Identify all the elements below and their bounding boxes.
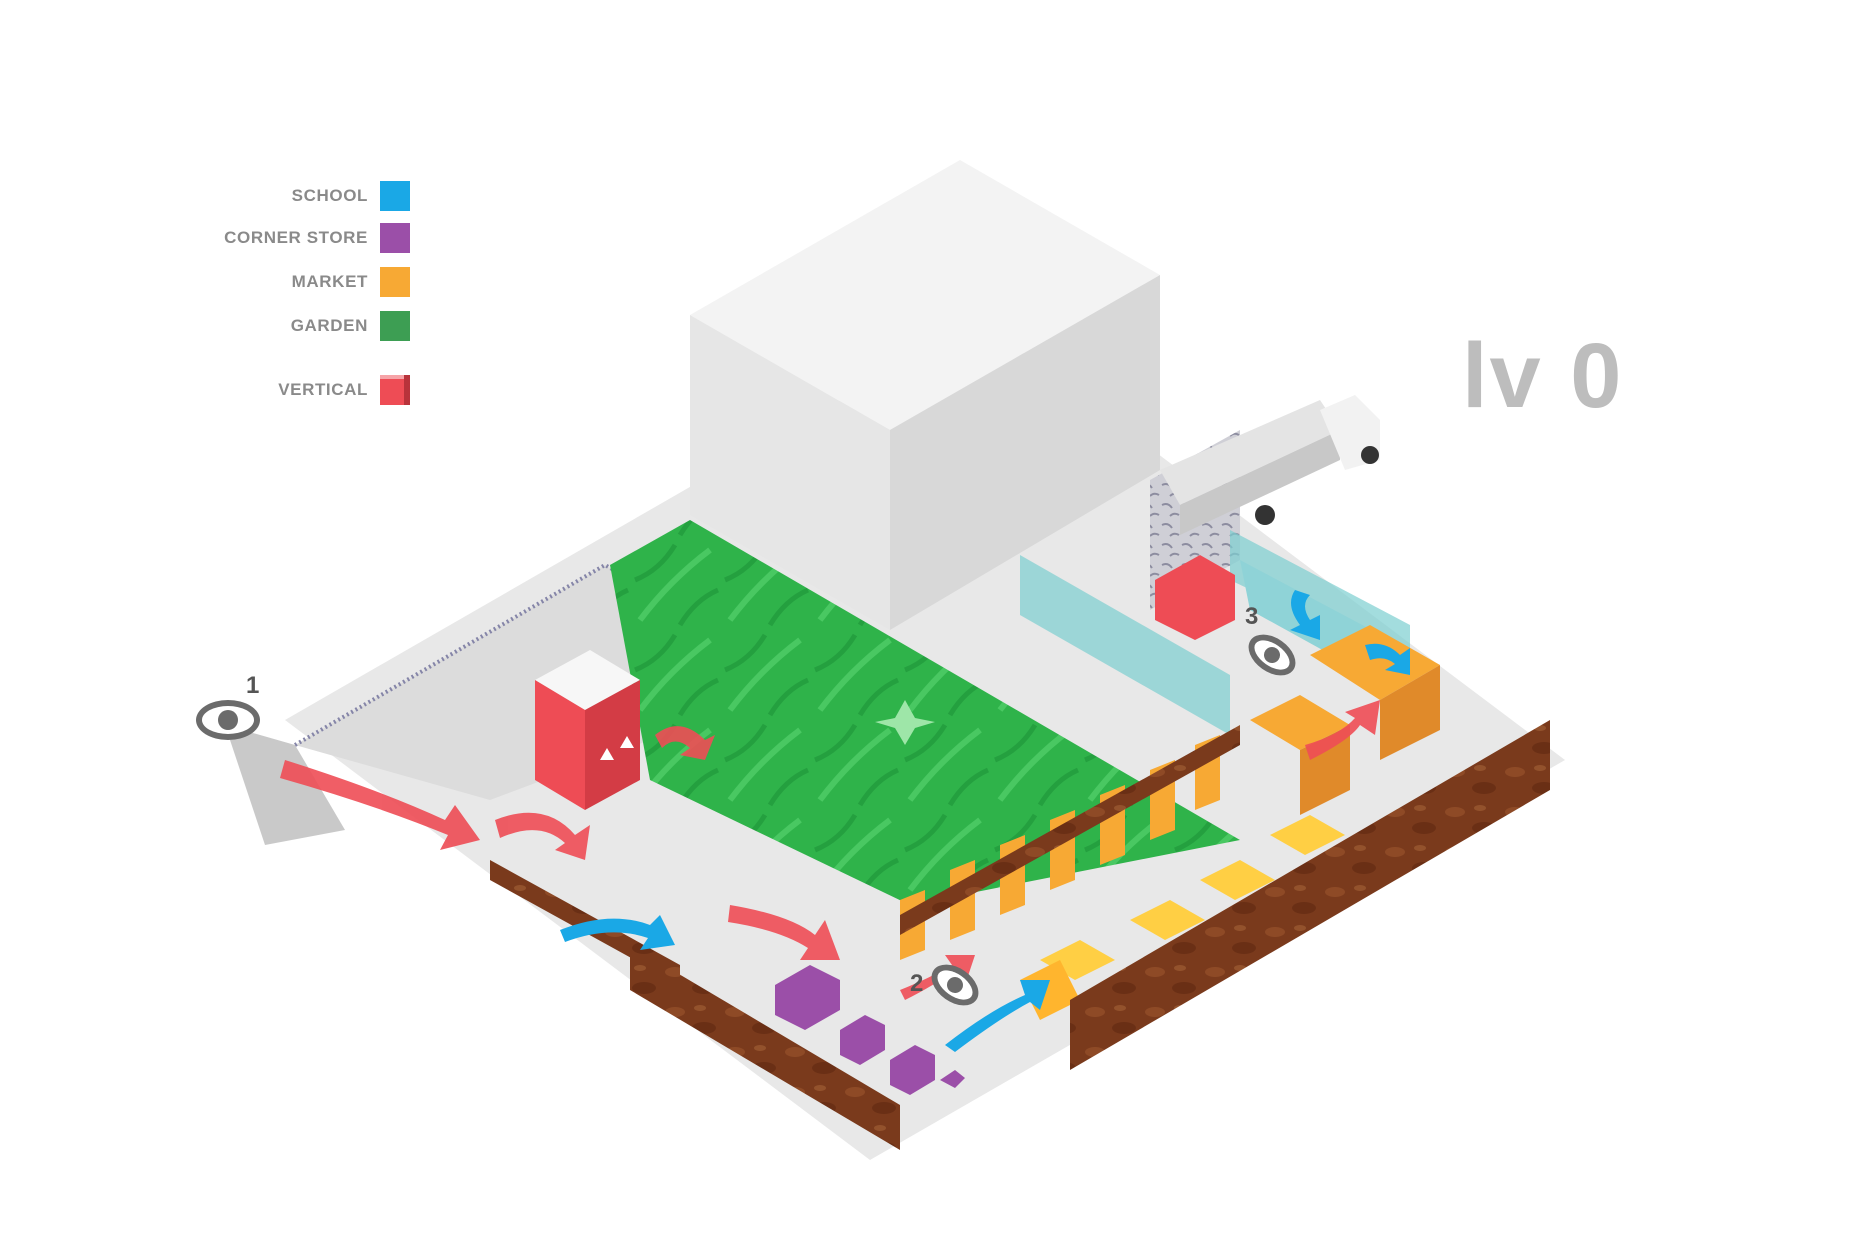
circulation-arrows bbox=[280, 700, 1380, 1000]
legend-label: VERTICAL bbox=[278, 380, 368, 399]
soil-wall-right bbox=[1070, 720, 1550, 1070]
garden-swatch-icon bbox=[380, 311, 410, 341]
sight-cone-1 bbox=[225, 725, 345, 845]
legend-item-garden: GARDEN bbox=[291, 310, 410, 342]
truck-body bbox=[1160, 400, 1340, 505]
truck-side bbox=[1180, 430, 1340, 535]
corner-store-units bbox=[775, 965, 965, 1095]
truck-wheel bbox=[1255, 505, 1275, 525]
level-title: lv 0 bbox=[1462, 325, 1624, 427]
legend-label: CORNER STORE bbox=[224, 228, 368, 247]
soil-wall-mid bbox=[900, 725, 1240, 935]
eye-icon bbox=[931, 964, 979, 1006]
glass-wall bbox=[1020, 555, 1230, 735]
vertical-core-dock bbox=[1155, 555, 1235, 640]
circulation-arrows-blue bbox=[560, 590, 1410, 1052]
garden-courtyard bbox=[610, 520, 1240, 905]
building-top bbox=[690, 160, 1160, 430]
legend-item-vertical: VERTICAL bbox=[278, 374, 410, 406]
garden-star bbox=[875, 700, 935, 745]
legend-item-market: MARKET bbox=[292, 266, 410, 298]
legend-item-corner-store: CORNER STORE bbox=[224, 222, 410, 254]
legend-label: MARKET bbox=[291, 272, 368, 291]
legend-label: SCHOOL bbox=[291, 186, 368, 205]
legend-label: GARDEN bbox=[290, 316, 368, 335]
building-left bbox=[690, 315, 890, 630]
vertical-core-plaza bbox=[535, 650, 640, 810]
truck-wheel bbox=[1361, 446, 1379, 464]
vertical-cube-swatch-icon bbox=[380, 375, 410, 405]
eye-icon bbox=[196, 700, 260, 740]
soil-wall-front bbox=[630, 945, 900, 1150]
building-right bbox=[890, 275, 1160, 630]
viewpoint-3-number: 3 bbox=[1245, 603, 1259, 630]
corner-store-swatch-icon bbox=[380, 223, 410, 253]
eye-icon bbox=[1248, 634, 1296, 676]
viewpoint-2-number: 2 bbox=[910, 970, 924, 997]
school-swatch-icon bbox=[380, 181, 410, 211]
viewpoint-1-number: 1 bbox=[246, 672, 260, 699]
market-swatch-icon bbox=[380, 267, 410, 297]
legend-item-school: SCHOOL bbox=[292, 180, 410, 212]
